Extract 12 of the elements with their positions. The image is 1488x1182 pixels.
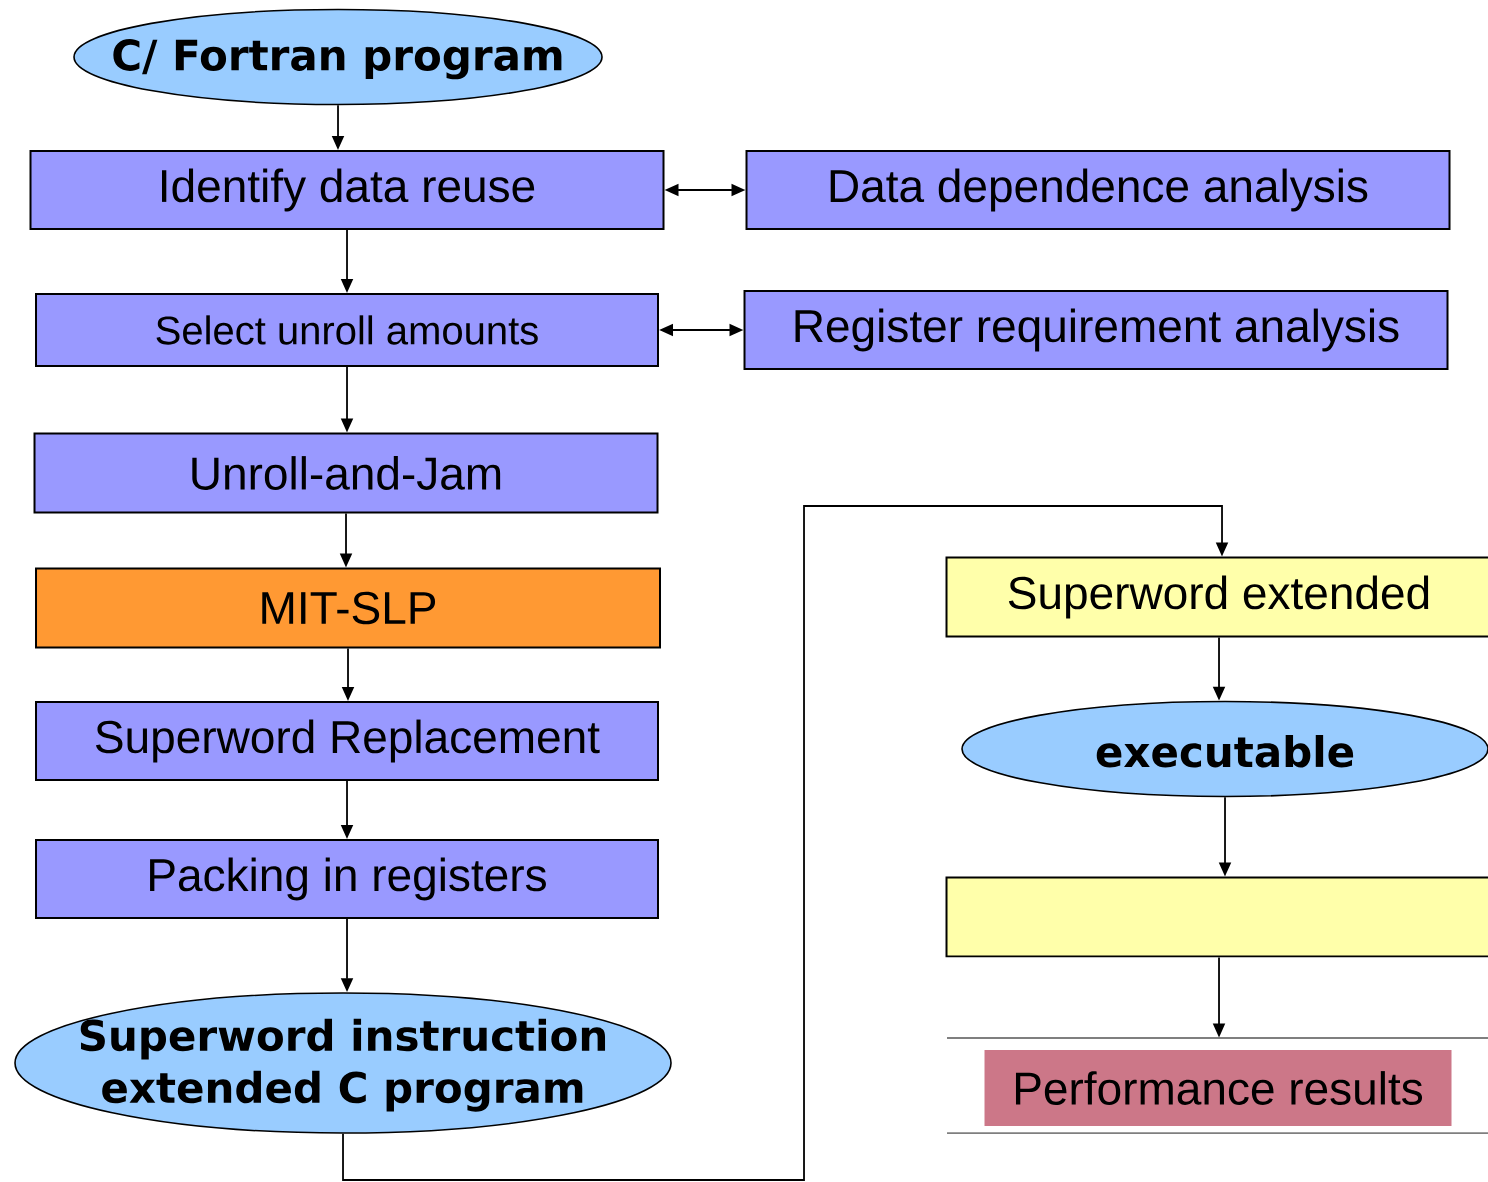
process-box: [945, 876, 1488, 958]
process-box: Superword extended: [945, 556, 1488, 638]
result-box: Performance results: [984, 1050, 1452, 1126]
process-box: Unroll-and-Jam: [33, 432, 659, 514]
process-box: Register requirement analysis: [743, 290, 1449, 370]
process-box: Packing in registers: [35, 839, 659, 919]
arrow: [342, 505, 1229, 1181]
process-box: Select unroll amounts: [35, 293, 659, 367]
process-box: Superword Replacement: [35, 701, 659, 781]
process-box: Identify data reuse: [29, 150, 665, 230]
process-box: Data dependence analysis: [745, 150, 1451, 230]
process-box: MIT-SLP: [35, 567, 661, 649]
